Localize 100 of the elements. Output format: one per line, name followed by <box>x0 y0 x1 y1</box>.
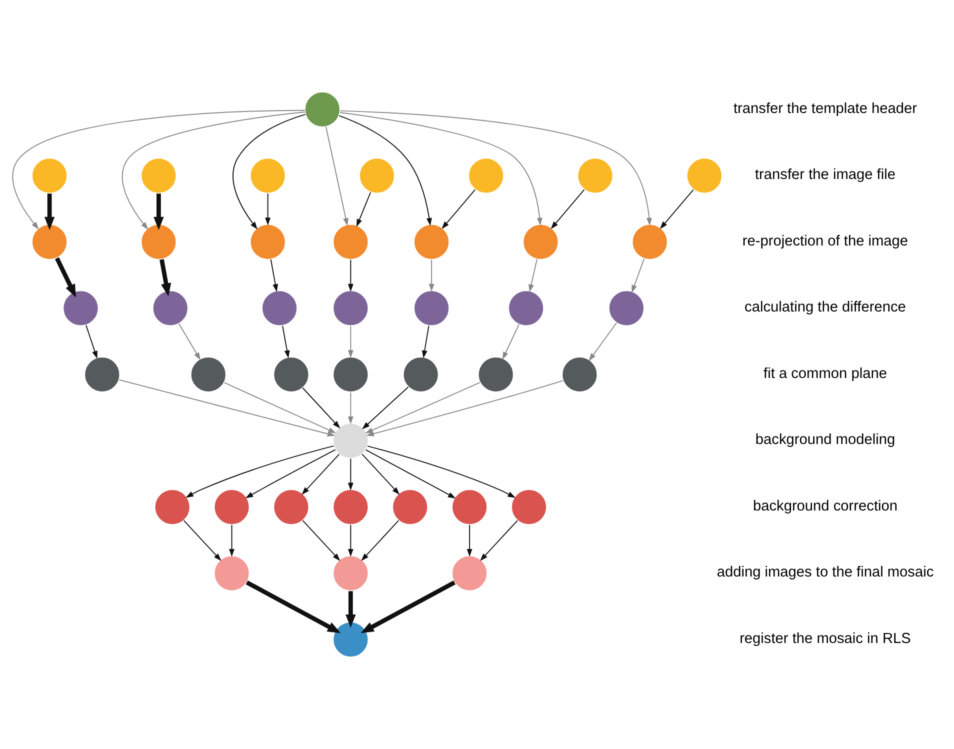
arrow <box>442 189 476 230</box>
node-circle <box>452 489 488 526</box>
arrow <box>118 379 336 436</box>
arrow <box>282 325 290 358</box>
node-circle <box>414 224 450 260</box>
node-circle <box>402 356 439 393</box>
node-circle <box>250 158 286 194</box>
node-circle <box>332 489 369 526</box>
label: calculating the difference <box>744 300 906 316</box>
arrow <box>302 520 340 562</box>
node-circle <box>392 489 428 526</box>
node-circle <box>32 224 68 260</box>
arrow <box>348 326 354 358</box>
node-circle <box>562 356 598 393</box>
label: fit a common plane <box>764 366 887 382</box>
node-circle <box>140 158 177 194</box>
arrow <box>122 112 306 230</box>
node-circle <box>577 158 614 194</box>
node-circle <box>522 224 559 260</box>
node-circle <box>332 224 369 260</box>
node-circle <box>632 224 668 260</box>
node-circle <box>250 224 286 260</box>
arrow <box>44 194 55 230</box>
node-circle <box>452 555 488 592</box>
arrow <box>361 520 400 562</box>
node-circle <box>62 290 99 326</box>
arrow <box>339 112 542 226</box>
node-circle <box>478 356 514 393</box>
arrow <box>232 114 306 230</box>
node-circle <box>468 158 504 194</box>
arrow <box>325 126 348 226</box>
arrow <box>502 324 520 360</box>
label: adding images to the final mosaic <box>716 564 934 581</box>
node-circle <box>358 158 395 194</box>
arrow <box>302 454 340 495</box>
node-circle <box>332 356 369 393</box>
node-circle <box>140 224 177 260</box>
node-circle <box>608 290 644 326</box>
arrow <box>480 520 518 562</box>
node-circle <box>332 290 369 326</box>
node-circle <box>414 290 450 326</box>
node-circle <box>152 290 188 326</box>
arrow <box>340 110 652 226</box>
arrow <box>338 115 432 226</box>
arrow <box>265 193 271 226</box>
arrow <box>270 259 278 292</box>
arrow <box>348 259 354 292</box>
node-circle <box>510 489 548 526</box>
node-circle <box>214 489 250 526</box>
arrow <box>178 323 201 360</box>
arrow <box>428 259 434 292</box>
arrow <box>588 322 618 362</box>
node-circle <box>154 489 190 526</box>
arrow <box>348 458 354 491</box>
node-circle <box>32 158 68 194</box>
arrow <box>86 324 98 359</box>
arrow <box>550 189 585 230</box>
arrow <box>245 449 336 498</box>
arrow <box>366 380 564 436</box>
arrow <box>346 591 356 628</box>
arrow <box>362 454 400 495</box>
node-circle <box>508 290 544 326</box>
node-circle <box>214 555 250 592</box>
arrow <box>246 580 341 634</box>
node-circle <box>686 158 722 194</box>
node-circle <box>190 356 226 393</box>
label: transfer the image file <box>755 167 896 184</box>
node-circle <box>332 622 369 658</box>
arrow <box>154 194 164 230</box>
arrow <box>302 387 340 428</box>
arrow <box>12 110 306 230</box>
arrow <box>367 446 516 498</box>
node-circle <box>332 555 369 592</box>
arrow <box>362 386 409 430</box>
arrow <box>356 192 372 227</box>
node-circle <box>84 356 120 393</box>
node-circle <box>273 356 310 393</box>
arrow <box>660 189 694 230</box>
label: background modeling <box>755 432 896 448</box>
arrow <box>360 580 456 634</box>
label: register the mosaic in RLS <box>740 630 911 647</box>
label: transfer the template header <box>733 100 918 117</box>
arrow <box>224 382 336 434</box>
arrow <box>186 445 334 498</box>
arrow <box>422 325 430 358</box>
node-circle <box>262 290 298 326</box>
arrow <box>348 524 354 557</box>
arrow <box>365 382 481 434</box>
node-circle <box>273 489 310 526</box>
node-circle <box>304 91 340 128</box>
arrow <box>183 520 222 562</box>
arrow <box>54 257 76 298</box>
arrow <box>365 449 456 498</box>
arrow <box>348 392 354 424</box>
arrow <box>632 258 645 293</box>
arrow <box>528 258 538 292</box>
label: re-projection of the image <box>742 233 908 250</box>
arrow <box>160 259 172 296</box>
arrow <box>229 524 235 557</box>
arrow <box>466 524 472 557</box>
